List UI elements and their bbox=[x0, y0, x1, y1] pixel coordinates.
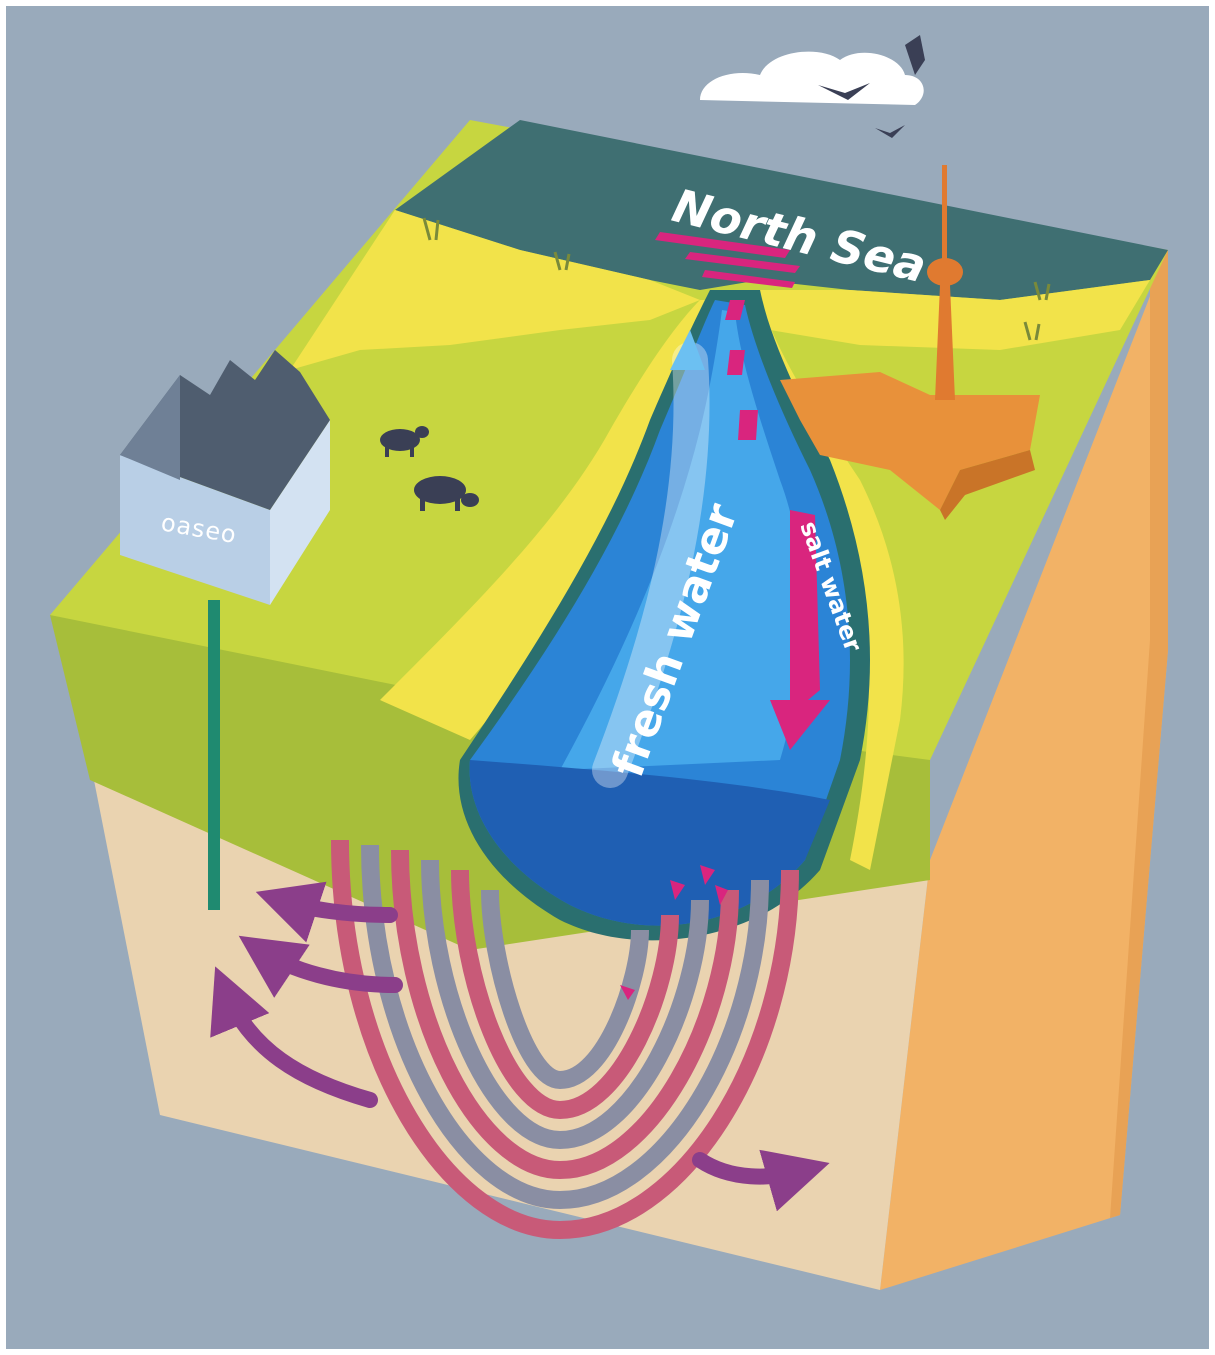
north-sea bbox=[395, 120, 1168, 300]
dunes-right bbox=[760, 280, 1150, 350]
factory-icon bbox=[120, 350, 330, 910]
salt-water-arrow bbox=[620, 300, 830, 1000]
sea-current-lines bbox=[655, 232, 800, 288]
dunes-left bbox=[290, 210, 700, 370]
fresh-water-arrow bbox=[592, 342, 710, 788]
cow-icon bbox=[380, 426, 429, 457]
city-icon bbox=[780, 372, 1040, 510]
bank-left bbox=[380, 300, 740, 740]
bird-icon bbox=[818, 35, 925, 138]
fresh-water-pool bbox=[469, 760, 830, 926]
soil-right-edge bbox=[1110, 250, 1168, 1218]
cow-icon bbox=[414, 476, 479, 511]
cloud-icon bbox=[700, 51, 924, 105]
city-shadow bbox=[940, 450, 1035, 520]
flow-arrows bbox=[210, 881, 830, 1212]
soil-right-face bbox=[880, 250, 1168, 1290]
fresh-water-arrowhead bbox=[670, 330, 705, 370]
tower-icon bbox=[927, 165, 963, 400]
injection-pipe bbox=[208, 600, 220, 910]
reed-icon bbox=[422, 217, 1051, 341]
